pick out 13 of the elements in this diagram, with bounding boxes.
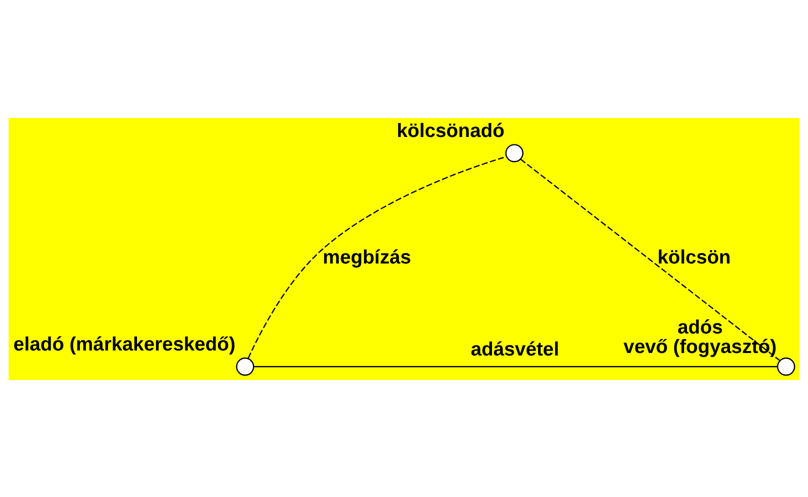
node-circle bbox=[236, 357, 254, 376]
connector bbox=[520, 158, 780, 360]
node-label: kölcsönadó bbox=[396, 120, 504, 142]
node-label: adós bbox=[678, 316, 723, 338]
edge-label: kölcsön bbox=[658, 246, 731, 268]
connector bbox=[254, 366, 778, 367]
node-circle bbox=[505, 144, 524, 162]
connector bbox=[248, 156, 507, 358]
node-label: vevő (fogyasztó) bbox=[624, 336, 777, 358]
node-label: eladó (márkakereskedő) bbox=[13, 333, 236, 356]
edge-label: megbízás bbox=[322, 246, 412, 268]
node-circle bbox=[776, 357, 796, 376]
edge-label: adásvétel bbox=[470, 338, 560, 360]
